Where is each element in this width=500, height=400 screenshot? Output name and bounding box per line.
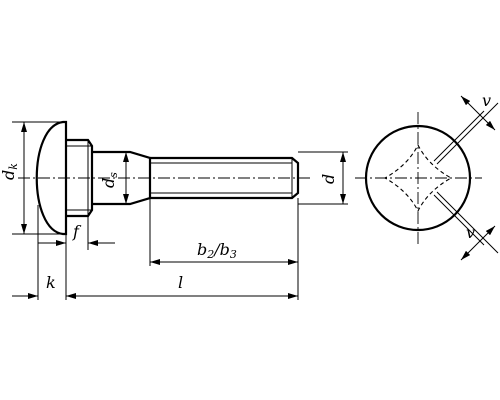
v-extension-line [433,194,485,246]
v-dimension-line-bottom [460,225,496,261]
end-view: v v [355,91,499,261]
side-view: dk ds d f b2/b3 k l [0,120,348,300]
v-label-top: v [482,91,491,110]
d-label: d [319,174,338,184]
hidden-square-neck [383,143,453,213]
v-extension-line [433,110,485,162]
f-label: f [72,222,82,241]
k-label: k [46,273,56,292]
l-label: l [178,273,183,292]
v-label-bottom: v [466,223,475,242]
dk-label: dk [0,163,20,180]
v-dimension-line-top [460,95,496,131]
threaded-section [150,156,300,200]
square-neck [66,138,94,218]
b2-b3-label: b2/b3 [197,240,237,261]
ds-label: ds [99,172,120,188]
head-outline-circle [364,124,472,232]
